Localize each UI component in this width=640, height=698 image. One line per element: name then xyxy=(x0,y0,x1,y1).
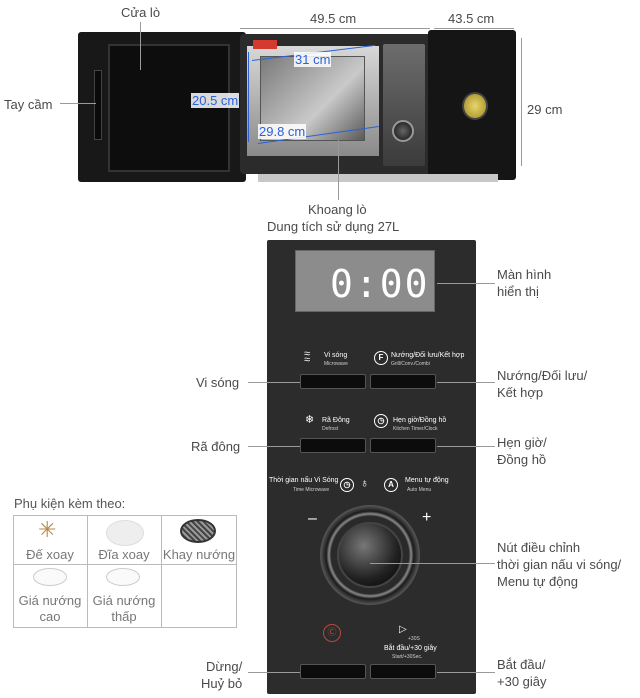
timer-pointer xyxy=(437,446,495,447)
label-defrost: Rã đông xyxy=(191,439,241,454)
grill-label-en: Grill/Conv./Combi xyxy=(391,361,430,367)
door-window xyxy=(108,44,230,172)
label-screen: Màn hình hiển thị xyxy=(497,267,552,299)
clock-icon: ◷ xyxy=(374,414,388,428)
accessory-label: Khay nướng xyxy=(162,547,236,562)
label-handle: Tay cầm xyxy=(4,97,53,112)
timer-clock-button[interactable] xyxy=(370,438,436,453)
microwave-button[interactable] xyxy=(300,374,366,389)
handle-pointer xyxy=(60,103,96,104)
grill-icon: F xyxy=(374,351,388,365)
dim-cavity-width: 29.8 cm xyxy=(258,124,307,139)
stop-icon: Ⓒ xyxy=(323,624,341,642)
control-knob xyxy=(392,120,414,142)
accessory-label: Giá nướng thấp xyxy=(92,593,156,624)
accessories-title: Phụ kiện kèm theo: xyxy=(14,496,126,511)
defrost-button[interactable] xyxy=(300,438,366,453)
accessory-label: Giá nướng cao xyxy=(18,593,82,624)
energy-badge xyxy=(462,92,488,120)
grill-label-vn: Nướng/Đối lưu/Kết hợp xyxy=(391,352,465,359)
label-start: Bắt đầu/ +30 giây xyxy=(497,657,547,689)
microwave-icon: ≈≈ xyxy=(304,348,311,366)
control-panel xyxy=(267,240,476,694)
microwave-label-vn: Vi sóng xyxy=(324,352,348,359)
label-microwave: Vi sóng xyxy=(196,375,240,390)
stop-cancel-button[interactable] xyxy=(300,664,366,679)
start-icon-text: +30S xyxy=(408,636,420,642)
time-microwave-label-vn: Thời gian nấu Vi Sóng xyxy=(269,477,339,484)
stop-pointer xyxy=(248,672,300,673)
defrost-icon: ❄ xyxy=(305,414,315,426)
dim-height: 29 cm xyxy=(527,102,563,117)
label-stop: Dừng/ Huỷ bỏ xyxy=(201,659,243,691)
start-pointer xyxy=(437,672,495,673)
auto-menu-label-vn: Menu tự động xyxy=(405,477,449,484)
door-pointer xyxy=(140,22,141,70)
label-timer: Hẹn giờ/ Đồng hồ xyxy=(497,435,547,467)
door-handle xyxy=(94,70,102,140)
label-knob: Nút điều chỉnh thời gian nấu vi sóng/ Me… xyxy=(497,540,622,589)
turntable-roller-icon: ✳ xyxy=(38,517,57,542)
grill-tray-icon xyxy=(180,519,216,543)
label-grill: Nướng/Đối lưu/ Kết hợp xyxy=(497,368,588,400)
grill-conv-combi-button[interactable] xyxy=(370,374,436,389)
screen-pointer xyxy=(437,283,495,284)
microwave-feet xyxy=(258,174,498,182)
high-rack-icon xyxy=(33,568,67,586)
minus-sign: – xyxy=(308,510,317,527)
warning-sticker xyxy=(253,40,277,49)
plus-sign: + xyxy=(422,509,432,526)
turntable-plate-icon xyxy=(106,520,144,546)
grill-pointer xyxy=(437,382,495,383)
cavity-pointer xyxy=(338,140,339,200)
timer-label-en: Kitchen Timer/Clock xyxy=(393,426,438,432)
start-label-vn: Bắt đầu/+30 giây xyxy=(384,645,437,652)
auto-menu-label-en: Auto Menu xyxy=(407,487,432,493)
microwave-label-en: Microwave xyxy=(324,361,348,367)
control-panel-side xyxy=(383,44,425,166)
start-label-en: Start/+30Sec. xyxy=(392,654,423,660)
cavity-height-line xyxy=(248,52,249,142)
accessory-cell xyxy=(161,515,237,565)
knob-pointer xyxy=(370,563,495,564)
label-cavity: Khoang lò xyxy=(308,202,367,217)
depth-line xyxy=(434,28,514,29)
defrost-label-vn: Rã Đông xyxy=(322,417,350,424)
timer-icon: ◷ xyxy=(340,478,354,492)
defrost-label-en: Defrost xyxy=(322,426,339,432)
accessory-label: Đế xoay xyxy=(26,547,74,562)
time-menu-dial[interactable] xyxy=(337,522,403,588)
display-screen xyxy=(295,250,435,312)
height-line xyxy=(521,38,522,166)
width-line xyxy=(240,28,430,29)
dim-cavity-depth: 31 cm xyxy=(294,52,332,67)
auto-icon: A xyxy=(384,478,398,492)
time-microwave-label-en: Time Microwave xyxy=(293,487,330,493)
dim-width: 49.5 cm xyxy=(310,11,357,26)
low-rack-icon xyxy=(106,568,140,586)
label-door: Cửa lò xyxy=(121,5,161,20)
start-button[interactable] xyxy=(370,664,436,679)
accessory-cell xyxy=(87,564,162,628)
start-icon: ▷ xyxy=(399,624,407,635)
display-time: 0:00 xyxy=(330,262,430,306)
weight-icon: ♁ xyxy=(360,476,369,490)
accessory-label: Đĩa xoay xyxy=(98,547,150,562)
microwave-pointer xyxy=(248,382,300,383)
timer-label-vn: Hẹn giờ/Đồng hồ xyxy=(393,417,447,424)
label-capacity: Dung tích sử dụng 27L xyxy=(267,219,400,234)
defrost-pointer xyxy=(248,446,300,447)
dim-depth: 43.5 cm xyxy=(448,11,495,26)
dim-cavity-height: 20.5 cm xyxy=(191,93,240,108)
